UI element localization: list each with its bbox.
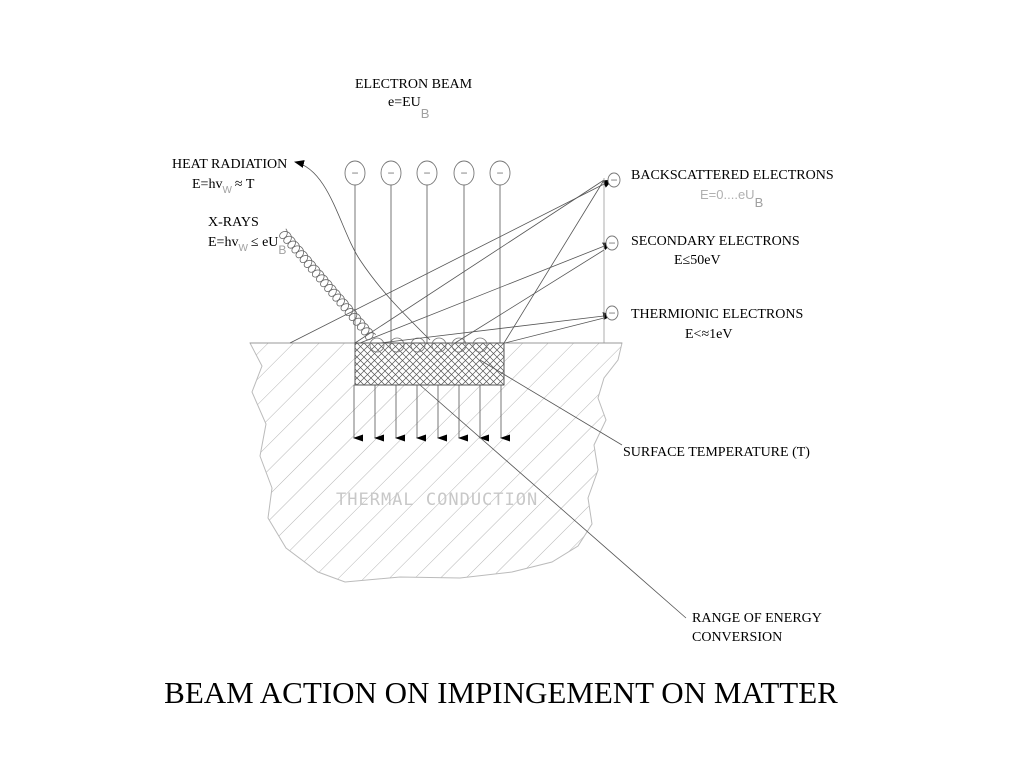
interaction-zone-hatch [355, 343, 504, 385]
heat-radiation-energy: E=hvW≈ T [192, 177, 255, 196]
thermal-conduction-label: THERMAL CONDUCTION [336, 490, 538, 510]
surface-circle [410, 337, 426, 353]
thermionic-ray-1 [379, 312, 613, 344]
material-body [249, 342, 623, 583]
secondary-energy: E≤50eV [674, 253, 721, 268]
x-rays-label: X-RAYS [208, 215, 259, 230]
conduction-arrows [353, 385, 510, 442]
backscattered-label: BACKSCATTERED ELECTRONS [631, 168, 834, 183]
surface-circle [431, 337, 447, 353]
electron-beam-label: ELECTRON BEAM [355, 77, 473, 92]
thermionic-ray-2 [504, 317, 605, 344]
range-leader [419, 384, 687, 619]
heat-radiation-energy-sub: W [222, 185, 232, 196]
beam-electron [489, 160, 511, 186]
thermionic-electron-marker [605, 305, 619, 321]
secondary-electron-marker [605, 235, 619, 251]
beam-electron-sign: − [460, 166, 467, 180]
beam-electron-sign: − [351, 166, 358, 180]
thermionic-electron-sign: − [608, 306, 615, 320]
electron-beam-energy-sub: B [421, 106, 430, 121]
surface-circles [369, 337, 488, 353]
secondary-ray-2 [454, 249, 605, 344]
emission-rays [289, 179, 613, 344]
heat-radiation-label: HEAT RADIATION [172, 157, 287, 172]
electron-beam-energy: e=EUB [388, 95, 429, 121]
beam-electron-sign: − [423, 166, 430, 180]
x-rays-energy-sub: W [238, 243, 248, 254]
beam-electron [453, 160, 475, 186]
electron-beam-group: −−−−− [344, 160, 511, 343]
secondary-label: SECONDARY ELECTRONS [631, 234, 800, 249]
backscattered-energy: E=0....eUB [700, 187, 763, 210]
heat-radiation-energy-main: E=hv [192, 177, 222, 192]
beam-electron-sign: − [387, 166, 394, 180]
backscatter-ray-1 [289, 179, 613, 344]
beam-electron-sign: − [496, 166, 503, 180]
backscattered-electron-sign: − [610, 173, 617, 187]
surface-circle [451, 337, 467, 353]
x-rays-energy: E=hvW≤ eUB [208, 235, 286, 257]
surface-circle [389, 337, 405, 353]
surface-temperature-label: SURFACE TEMPERATURE (T) [623, 445, 810, 460]
heat-radiation-energy-rel: ≈ T [235, 177, 255, 192]
surface-circle [472, 337, 488, 353]
range-label-line1: RANGE OF ENERGY [692, 611, 822, 626]
surface-circle [369, 337, 385, 353]
thermionic-label: THERMIONIC ELECTRONS [631, 307, 803, 322]
page-title: BEAM ACTION ON IMPINGEMENT ON MATTER [164, 675, 838, 710]
backscatter-ray-2 [354, 179, 605, 344]
heat-radiation-curve [294, 160, 431, 341]
x-rays-energy-rel: ≤ eU [251, 235, 279, 250]
x-ray-wave [279, 228, 377, 341]
thermionic-energy: E<≈1eV [685, 327, 732, 342]
emitted-electron-markers: − − − [605, 172, 621, 321]
backscattered-energy-main: E=0....eU [700, 187, 755, 202]
beam-electron [380, 160, 402, 186]
x-rays-energy-main: E=hv [208, 235, 238, 250]
surface-temperature-leader [479, 359, 623, 446]
beam-electron [416, 160, 438, 186]
backscattered-energy-sub: B [755, 195, 764, 210]
secondary-ray-1 [359, 242, 613, 344]
beam-electron [344, 160, 366, 186]
secondary-electron-sign: − [608, 236, 615, 250]
x-rays-energy-rel-sub: B [278, 243, 286, 257]
range-label-line2: CONVERSION [692, 630, 782, 645]
backscattered-electron-marker [607, 172, 621, 188]
backscatter-ray-3 [503, 179, 605, 344]
electron-beam-energy-main: e=EU [388, 95, 421, 110]
